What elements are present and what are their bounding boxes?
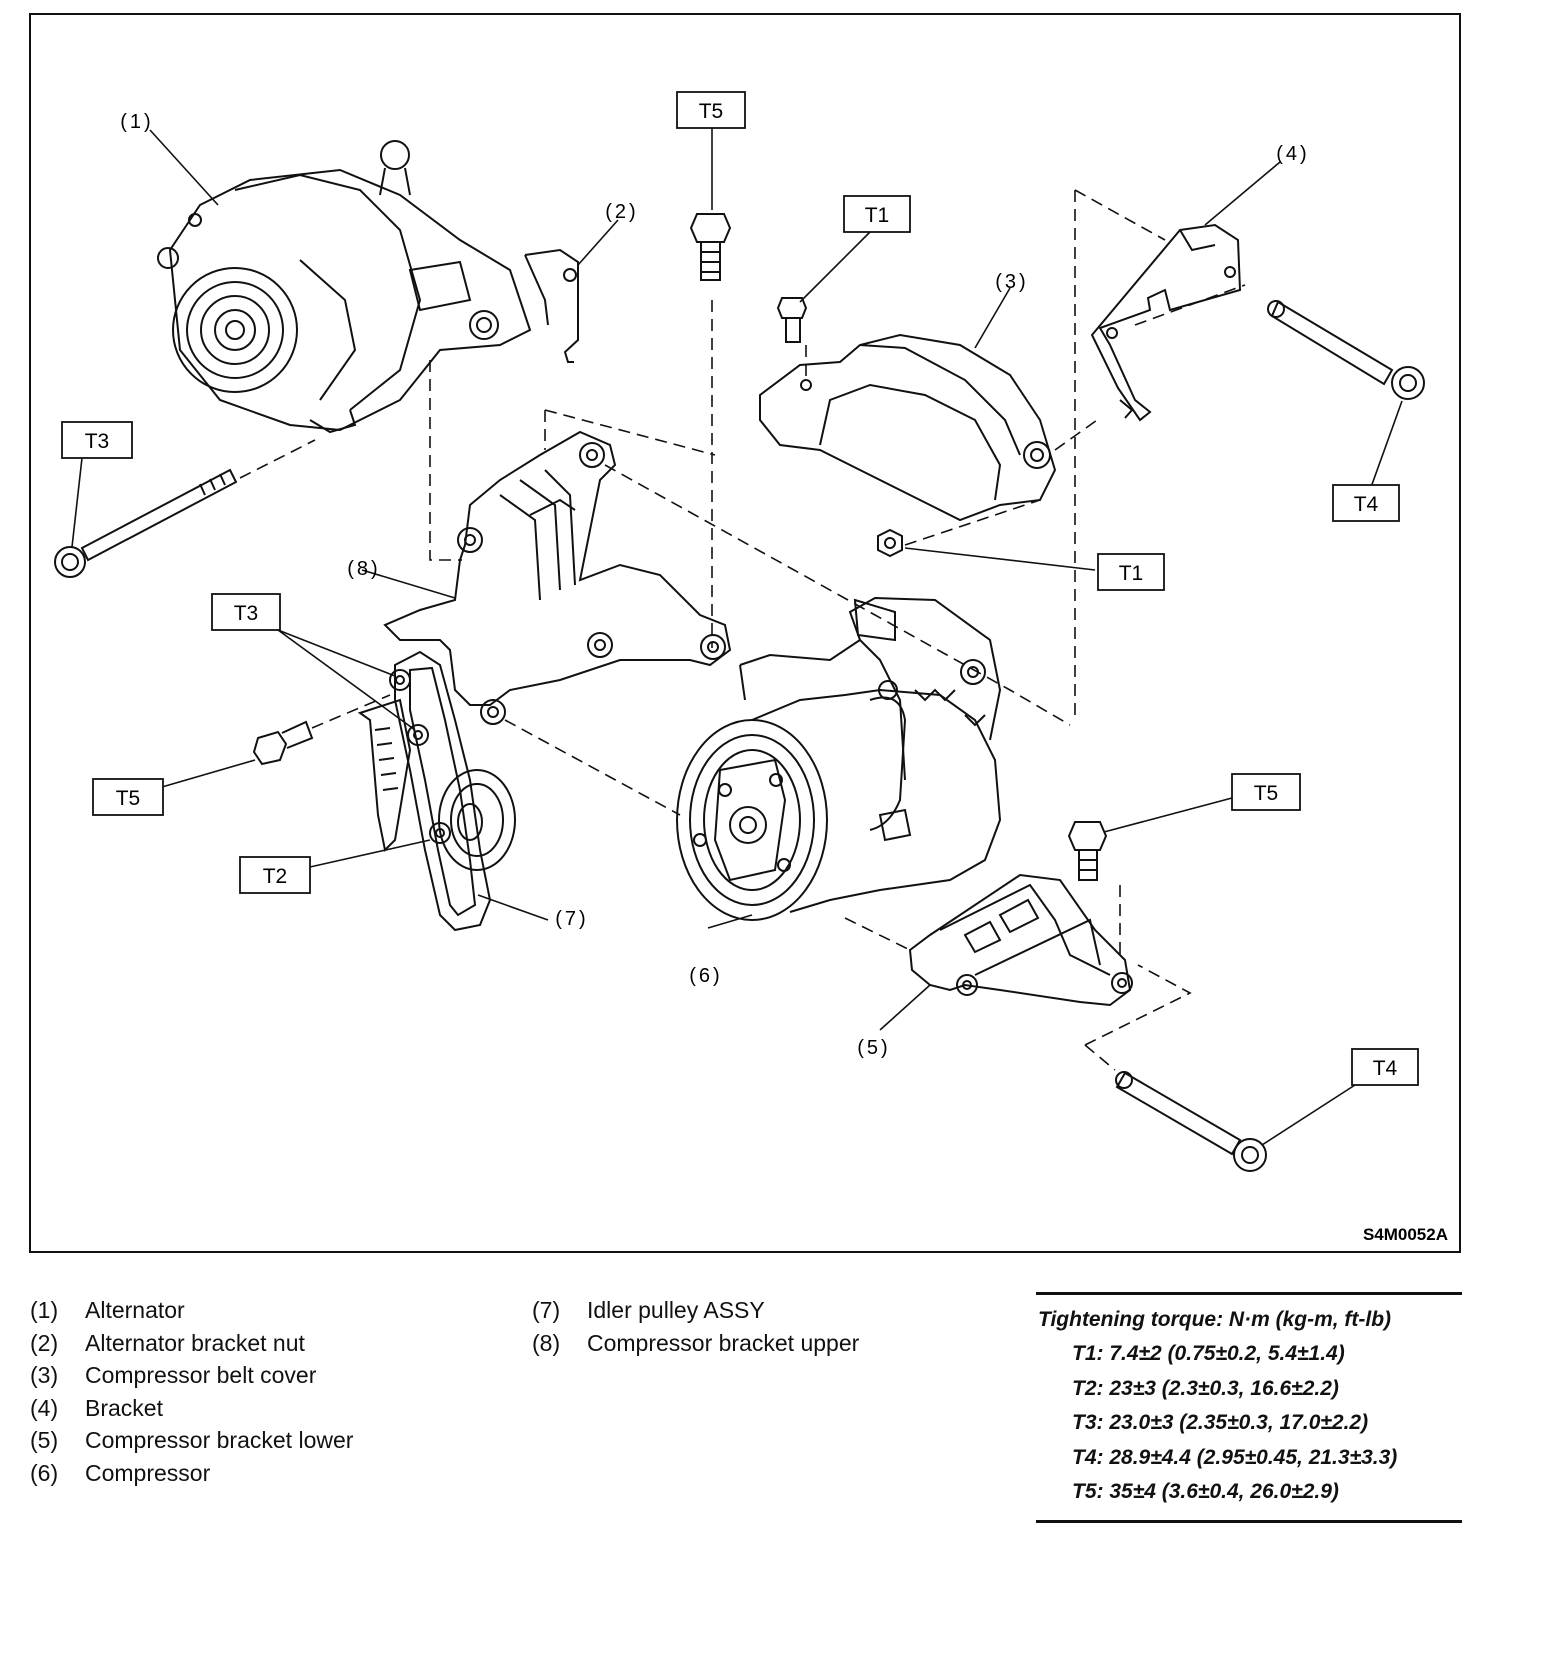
torque-box-t4-bottom: T4 <box>1351 1048 1419 1086</box>
t3-bolt-left <box>54 468 238 578</box>
torque-box-t3-left: T3 <box>61 421 133 459</box>
legend-item: (5)Compressor bracket lower <box>30 1427 354 1453</box>
torque-box-t5-top: T5 <box>676 91 746 129</box>
diagram-frame <box>29 13 1461 1253</box>
svg-text:T5: T5 <box>1254 782 1279 805</box>
parts-legend-right: (7)Idler pulley ASSY (8)Compressor brack… <box>532 1294 859 1359</box>
legend-item: (3)Compressor belt cover <box>30 1362 317 1388</box>
svg-text:T1: T1 <box>1119 562 1144 585</box>
leader-lines <box>71 124 1403 1146</box>
tightening-torque-table: Tightening torque: N·m (kg-m, ft-lb) T1:… <box>1036 1292 1462 1523</box>
svg-text:T5: T5 <box>699 100 724 123</box>
legend-item: (2)Alternator bracket nut <box>30 1329 305 1356</box>
svg-text:T3: T3 <box>85 430 110 453</box>
torque-box-t1-mid: T1 <box>1097 553 1165 591</box>
torque-row: T3: 23.0±3 (2.35±0.3, 17.0±2.2) <box>1072 1411 1369 1434</box>
callout-7: (7) <box>555 908 588 930</box>
figure-code: S4M0052A <box>1363 1225 1448 1244</box>
svg-text:T4: T4 <box>1373 1057 1398 1080</box>
t1-bolt-top <box>776 297 808 343</box>
compressor-part <box>676 596 1002 921</box>
callout-1: (1) <box>120 111 153 133</box>
torque-heading: Tightening torque: N·m (kg-m, ft-lb) <box>1038 1308 1392 1331</box>
t1-nut-mid <box>877 528 903 558</box>
torque-box-t1-top: T1 <box>843 195 911 233</box>
torque-row: T2: 23±3 (2.3±0.3, 16.6±2.2) <box>1072 1376 1339 1400</box>
compressor-belt-cover-part <box>759 333 1057 522</box>
svg-text:T1: T1 <box>865 204 890 227</box>
callout-8: (8) <box>347 558 380 580</box>
svg-text:T4: T4 <box>1354 493 1379 516</box>
svg-text:T2: T2 <box>263 865 288 888</box>
torque-box-t2: T2 <box>239 856 311 894</box>
alternator-part <box>157 140 532 434</box>
alternator-bracket-nut-part <box>524 248 579 363</box>
t5-bolt-top <box>689 213 732 281</box>
assembly-guide-lines <box>239 189 1246 1071</box>
torque-row: T5: 35±4 (3.6±0.4, 26.0±2.9) <box>1072 1480 1339 1503</box>
svg-text:T3: T3 <box>234 602 259 625</box>
idler-pulley-assy-part <box>357 650 516 932</box>
bracket-part <box>1090 223 1242 422</box>
exploded-view-diagram: T5 T1 T3 T4 T1 T3 T5 T2 T5 T4 (1) (2) (3… <box>29 13 1461 1253</box>
callout-3: (3) <box>995 271 1028 293</box>
torque-box-t5-right: T5 <box>1231 773 1301 811</box>
torque-row: T4: 28.9±4.4 (2.95±0.45, 21.3±3.3) <box>1072 1445 1398 1469</box>
callout-4: (4) <box>1276 143 1309 165</box>
svg-text:T5: T5 <box>116 787 141 810</box>
t4-bolt-bottom <box>1115 1071 1267 1172</box>
compressor-bracket-lower-part <box>908 873 1133 1007</box>
legend-item: (4)Bracket <box>30 1394 163 1421</box>
torque-box-t4-right: T4 <box>1332 484 1400 522</box>
callout-6: (6) <box>689 965 722 987</box>
torque-row: T1: 7.4±2 (0.75±0.2, 5.4±1.4) <box>1072 1342 1345 1365</box>
callout-5: (5) <box>857 1037 890 1059</box>
legend-item: (8)Compressor bracket upper <box>532 1329 860 1356</box>
t4-bolt-right <box>1267 300 1425 400</box>
torque-box-t5-left: T5 <box>92 778 164 816</box>
legend-item: (1)Alternator <box>30 1297 185 1323</box>
parts-legend-left: (1)Alternator (2)Alternator bracket nut … <box>30 1294 353 1489</box>
callout-2: (2) <box>605 201 638 223</box>
compressor-bracket-upper-part <box>383 430 732 725</box>
torque-box-t3-mid: T3 <box>211 593 281 631</box>
t5-bolt-left <box>252 720 314 766</box>
legend-item: (7)Idler pulley ASSY <box>532 1297 765 1323</box>
legend-item: (6)Compressor <box>30 1459 211 1486</box>
t5-bolt-right <box>1067 821 1108 881</box>
